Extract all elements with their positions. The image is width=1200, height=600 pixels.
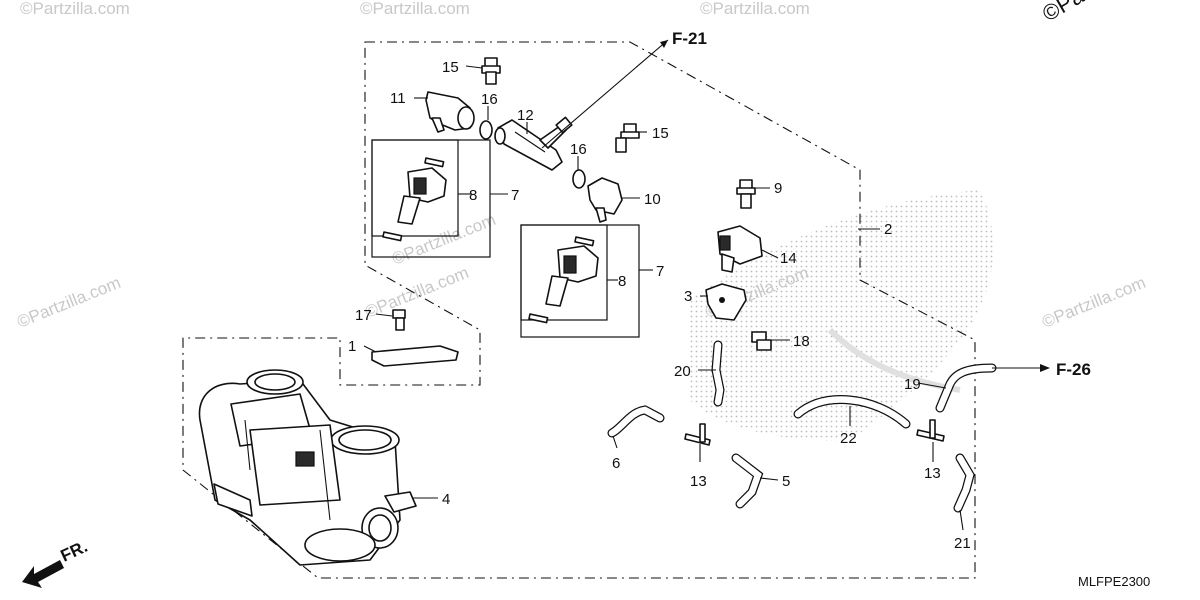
- callout-11: 11: [390, 90, 406, 107]
- bracket-3: [705, 283, 747, 321]
- callout-15: 15: [652, 125, 669, 142]
- fuel-fitting-10: [587, 177, 623, 223]
- sensor-14: [717, 225, 763, 273]
- callout-20: 20: [674, 363, 691, 380]
- callout-1: 1: [348, 338, 356, 355]
- callout-10: 10: [644, 191, 661, 208]
- callout-21: 21: [954, 535, 971, 552]
- front-direction-arrow-icon: [22, 560, 64, 588]
- arrow-to-f21-icon: [660, 40, 668, 48]
- callout-19: 19: [904, 376, 921, 393]
- watermark: ©Partzilla.com: [1039, 273, 1148, 332]
- callout-8: 8: [469, 187, 477, 204]
- injector-8-left: [382, 157, 447, 242]
- watermark: ©Partzilla.com: [20, 0, 130, 18]
- injector-subbox-left: [371, 139, 459, 237]
- fuel-rail-12: [494, 116, 573, 171]
- ref-f21: F-21: [672, 29, 707, 48]
- t-joint-13-right: [916, 419, 945, 442]
- callout-15: 15: [442, 59, 459, 76]
- t-joint-13-left: [684, 423, 711, 446]
- fitting-18: [751, 331, 772, 351]
- watermark: ©Partzilla.com: [700, 0, 810, 18]
- throttle-body-4: [198, 369, 417, 566]
- corner-copyright-mark: ©Pa: [1038, 0, 1089, 26]
- o-ring-16-left: [479, 120, 493, 140]
- callout-12: 12: [517, 107, 534, 124]
- callout-2: 2: [884, 221, 892, 238]
- watermark: ©Partzilla.com: [14, 273, 123, 332]
- bolt-17: [392, 309, 406, 331]
- callout-7: 7: [656, 263, 664, 280]
- assembly-boundary: [182, 41, 976, 579]
- callout-7: 7: [511, 187, 519, 204]
- callout-17: 17: [355, 307, 372, 324]
- callout-14: 14: [780, 250, 797, 267]
- callout-8: 8: [618, 273, 626, 290]
- injector-subbox-right: [520, 224, 608, 321]
- injector-8-right: [528, 236, 599, 324]
- callout-4: 4: [442, 491, 450, 508]
- callout-6: 6: [612, 455, 620, 472]
- callout-9: 9: [774, 180, 782, 197]
- o-ring-16-right: [572, 169, 586, 189]
- ref-f26: F-26: [1056, 360, 1091, 379]
- watermark: ©Partzilla.com: [360, 0, 470, 18]
- bolt-9: [736, 179, 756, 209]
- callout-13: 13: [690, 473, 707, 490]
- fuel-fitting-11: [425, 91, 475, 133]
- bolt-15-upper: [481, 57, 501, 85]
- callout-5: 5: [782, 473, 790, 490]
- bolt-15-right: [615, 123, 640, 153]
- callout-16: 16: [570, 141, 587, 158]
- callout-16: 16: [481, 91, 498, 108]
- callout-22: 22: [840, 430, 857, 447]
- plate-1: [371, 345, 459, 367]
- arrow-to-f26-icon: [1040, 364, 1050, 372]
- callout-13: 13: [924, 465, 941, 482]
- callout-18: 18: [793, 333, 810, 350]
- leader-lines: [363, 39, 1046, 531]
- callout-3: 3: [684, 288, 692, 305]
- front-label: FR.: [58, 537, 91, 566]
- diagram-code: MLFPE2300: [1078, 574, 1150, 589]
- watermark: ©Partzilla.com: [362, 263, 471, 322]
